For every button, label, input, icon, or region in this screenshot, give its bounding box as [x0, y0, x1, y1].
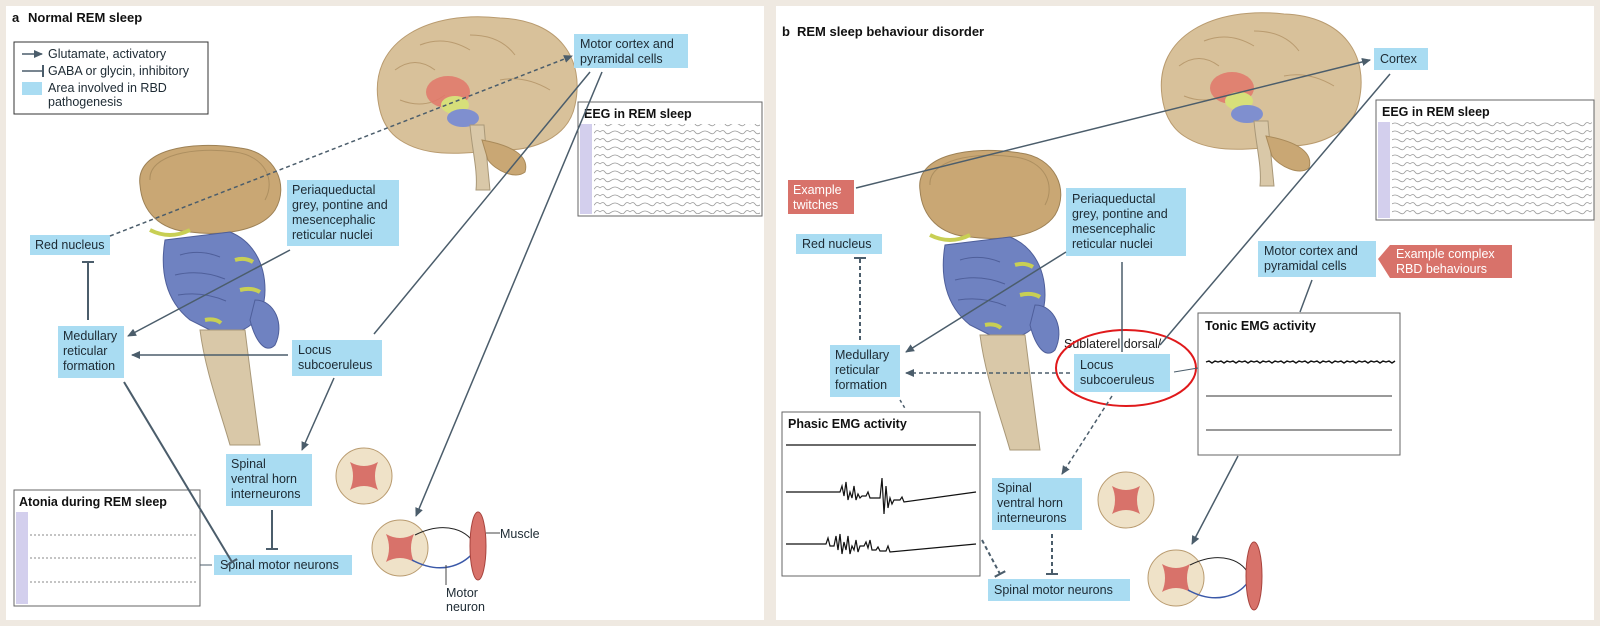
svg-text:pyramidal cells: pyramidal cells: [1264, 259, 1347, 273]
label-motor-cortex-b: Motor cortex and pyramidal cells: [1258, 241, 1376, 277]
label-red-nucleus-b: Red nucleus: [796, 234, 882, 254]
svg-text:Periaqueductal: Periaqueductal: [292, 183, 375, 197]
eeg-a-traces: [594, 124, 760, 214]
svg-text:Medullary: Medullary: [835, 348, 890, 362]
label-spinal-interneurons-a: Spinal ventral horn interneurons: [226, 454, 312, 506]
label-medullary-a: Medullary reticular formation: [58, 326, 124, 378]
muscle-icon-a: [470, 512, 486, 580]
svg-text:Spinal: Spinal: [231, 457, 266, 471]
label-spinal-motor-b: Spinal motor neurons: [988, 579, 1130, 601]
label-spinal-motor-a: Spinal motor neurons: [214, 555, 352, 575]
svg-text:ventral horn: ventral horn: [997, 496, 1063, 510]
svg-text:Cortex: Cortex: [1380, 52, 1418, 66]
svg-text:reticular nuclei: reticular nuclei: [1072, 237, 1153, 251]
svg-text:mesencephalic: mesencephalic: [292, 213, 375, 227]
svg-text:grey, pontine and: grey, pontine and: [1072, 207, 1168, 221]
muscle-label-a: Muscle: [500, 527, 540, 541]
svg-text:interneurons: interneurons: [997, 511, 1067, 525]
legend-activatory-text: Glutamate, activatory: [48, 47, 167, 61]
svg-text:Medullary: Medullary: [63, 329, 118, 343]
svg-text:Locus: Locus: [298, 343, 331, 357]
svg-text:Example complex: Example complex: [1396, 247, 1495, 261]
svg-text:Spinal: Spinal: [997, 481, 1032, 495]
svg-text:Motor cortex and: Motor cortex and: [1264, 244, 1358, 258]
svg-text:Locus: Locus: [1080, 358, 1113, 372]
eeg-box-a: EEG in REM sleep: [578, 102, 762, 216]
panel-b-letter: b: [782, 24, 790, 39]
eeg-a-title: EEG in REM sleep: [584, 107, 692, 121]
svg-text:RBD behaviours: RBD behaviours: [1396, 262, 1487, 276]
svg-text:Motor cortex and: Motor cortex and: [580, 37, 674, 51]
svg-text:Periaqueductal: Periaqueductal: [1072, 192, 1155, 206]
atonia-title: Atonia during REM sleep: [19, 495, 167, 509]
legend-area-text-1: Area involved in RBD: [48, 81, 167, 95]
svg-text:ventral horn: ventral horn: [231, 472, 297, 486]
svg-text:interneurons: interneurons: [231, 487, 301, 501]
eeg-b-title: EEG in REM sleep: [1382, 105, 1490, 119]
svg-text:pyramidal cells: pyramidal cells: [580, 52, 663, 66]
svg-text:reticular nuclei: reticular nuclei: [292, 228, 373, 242]
svg-text:Spinal motor neurons: Spinal motor neurons: [220, 558, 339, 572]
eeg-b-traces: [1392, 122, 1592, 218]
label-medullary-b: Medullary reticular formation: [830, 345, 900, 397]
legend: Glutamate, activatory GABA or glycin, in…: [14, 42, 208, 114]
panel-b-title: REM sleep behaviour disorder: [797, 24, 984, 39]
svg-text:subcoeruleus: subcoeruleus: [298, 358, 372, 372]
label-pag-b: Periaqueductal grey, pontine and mesence…: [1066, 188, 1186, 256]
spinal-cross-section-a-top: [336, 448, 392, 504]
svg-text:twitches: twitches: [793, 198, 838, 212]
eeg-box-b: EEG in REM sleep: [1376, 100, 1594, 220]
svg-text:subcoeruleus: subcoeruleus: [1080, 373, 1154, 387]
spinal-cross-section-b-top: [1098, 472, 1154, 528]
svg-text:mesencephalic: mesencephalic: [1072, 222, 1155, 236]
panel-a-title: Normal REM sleep: [28, 10, 142, 25]
atonia-box: Atonia during REM sleep: [14, 490, 200, 606]
label-cortex-b: Cortex: [1374, 48, 1428, 70]
svg-text:reticular: reticular: [835, 363, 879, 377]
svg-text:reticular: reticular: [63, 344, 107, 358]
legend-area-swatch: [22, 82, 42, 95]
label-red-nucleus-a: Red nucleus: [30, 235, 110, 255]
svg-text:Spinal motor neurons: Spinal motor neurons: [994, 583, 1113, 597]
svg-text:formation: formation: [835, 378, 887, 392]
tonic-emg-box: Tonic EMG activity: [1198, 313, 1400, 455]
legend-area-text-2: pathogenesis: [48, 95, 122, 109]
phasic-emg-box: Phasic EMG activity: [782, 412, 980, 576]
phasic-emg-title: Phasic EMG activity: [788, 417, 907, 431]
svg-text:Red nucleus: Red nucleus: [35, 238, 105, 252]
motor-neuron-label-a-1: Motor: [446, 586, 478, 600]
label-locus-a: Locus subcoeruleus: [292, 340, 382, 376]
svg-text:Red nucleus: Red nucleus: [802, 237, 872, 251]
legend-inhibitory-text: GABA or glycin, inhibitory: [48, 64, 190, 78]
tonic-emg-title: Tonic EMG activity: [1205, 319, 1316, 333]
label-pag-a: Periaqueductal grey, pontine and mesence…: [287, 180, 399, 246]
label-motor-cortex-a: Motor cortex and pyramidal cells: [574, 34, 688, 68]
panel-a-letter: a: [12, 10, 20, 25]
label-example-complex: Example complex RBD behaviours: [1378, 245, 1512, 278]
label-locus-b: Locus subcoeruleus: [1074, 354, 1170, 392]
svg-text:Example: Example: [793, 183, 842, 197]
svg-text:formation: formation: [63, 359, 115, 373]
svg-text:grey, pontine and: grey, pontine and: [292, 198, 388, 212]
motor-neuron-label-a-2: neuron: [446, 600, 485, 614]
label-spinal-interneurons-b: Spinal ventral horn interneurons: [992, 478, 1082, 530]
muscle-icon-b: [1246, 542, 1262, 610]
label-example-twitches: Example twitches: [788, 180, 854, 214]
